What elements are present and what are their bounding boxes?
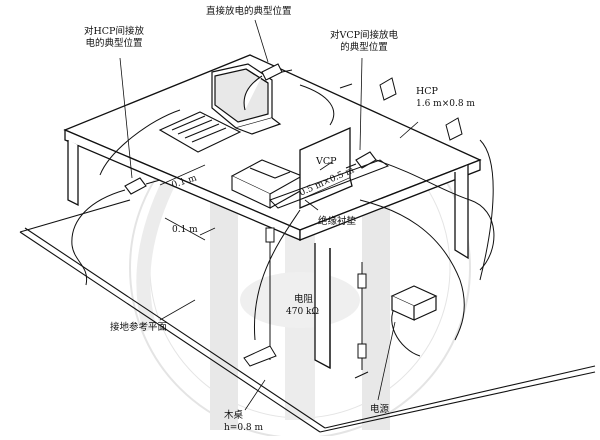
wooden-table — [63, 54, 482, 370]
distance-side-label: 0.1 m — [172, 225, 198, 235]
vcp-label: VCP — [316, 156, 337, 167]
insulation-pad — [269, 159, 390, 209]
power-supply-box — [390, 285, 438, 321]
hcp-label: HCP — [416, 86, 438, 97]
hcp-indirect-label: 对HCP间接放 电的典型位置 — [84, 26, 144, 49]
hcp-size-label: 1.6 m×0.8 m — [416, 99, 475, 109]
resistor-links — [243, 227, 369, 379]
ground-plane-label: 接地参考平面 — [110, 322, 168, 333]
wood-table-label: 木桌 — [224, 410, 244, 421]
cables — [71, 84, 495, 357]
keyboard — [158, 111, 242, 153]
leader-lines — [119, 19, 419, 411]
dimension-arrows — [159, 164, 206, 241]
esd-gun-hcp — [124, 177, 161, 195]
vcp-indirect-label: 对VCP间接放电 的典型位置 — [330, 30, 399, 53]
peripheral-box — [230, 159, 304, 209]
power-supply-label: 电源 — [370, 404, 390, 415]
wall-connectors — [339, 77, 463, 141]
table-height-label: h=0.8 m — [224, 423, 264, 433]
direct-discharge-label: 直接放电的典型位置 — [206, 6, 292, 17]
resistor-label: 电阻 — [294, 294, 314, 305]
resistor-value-label: 470 kΩ — [286, 307, 319, 317]
ground-reference-plane — [19, 199, 596, 433]
vcp-plane — [299, 127, 353, 209]
esd-gun-direct — [243, 63, 293, 111]
insulation-label: 绝缘衬垫 — [318, 216, 357, 227]
